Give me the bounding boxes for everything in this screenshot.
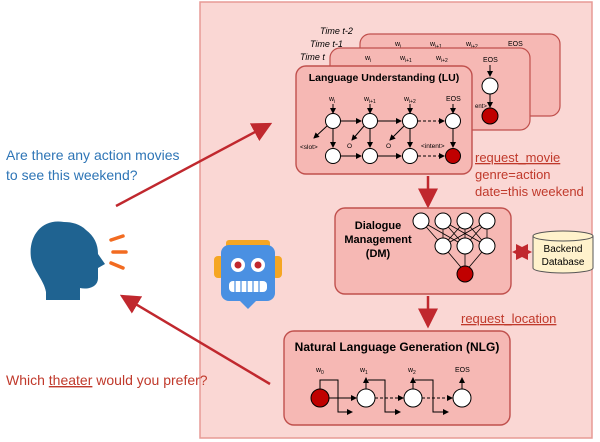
- nlg-start-node: [310, 388, 330, 408]
- svg-text:w: w: [359, 367, 366, 374]
- svg-text:ent>: ent>: [475, 104, 487, 110]
- svg-text:i: i: [334, 99, 335, 105]
- svg-text:EOS: EOS: [446, 96, 461, 103]
- svg-text:i: i: [400, 44, 401, 50]
- svg-text:i+2: i+2: [409, 99, 416, 105]
- robot-icon: [214, 240, 282, 309]
- svg-text:w: w: [465, 41, 472, 48]
- svg-text:w: w: [399, 55, 406, 62]
- system-action: request_location: [461, 311, 556, 326]
- svg-text:EOS: EOS: [483, 57, 498, 64]
- user-utterance: Are there any action movies to see this …: [6, 147, 180, 183]
- dm-network-nodes: [412, 212, 496, 255]
- lu-intent-node: [445, 148, 461, 164]
- dm-output-node: [456, 265, 474, 283]
- svg-text:w: w: [435, 55, 442, 62]
- lu-node: [362, 113, 378, 129]
- dm-module: Dialogue Management (DM): [334, 207, 512, 295]
- svg-text:w: w: [394, 41, 401, 48]
- lu-slot-labels: <slot> O O <intent>: [300, 143, 445, 151]
- slot-genre: genre=action: [475, 167, 551, 182]
- svg-text:w: w: [315, 367, 322, 374]
- svg-text:i+2: i+2: [441, 58, 448, 64]
- lu-node: [325, 148, 341, 164]
- svg-text:w: w: [407, 367, 414, 374]
- time-labels: Time t-2 Time t-1 Time t: [300, 26, 353, 62]
- svg-text:Are there any action movies: Are there any action movies: [6, 147, 180, 163]
- db-label-2: Database: [542, 257, 585, 268]
- time-label-t-1: Time t-1: [310, 39, 343, 49]
- lu-node: [445, 113, 461, 129]
- svg-text:2: 2: [413, 370, 416, 376]
- svg-text:i: i: [370, 58, 371, 64]
- lu-node: [402, 148, 418, 164]
- semantic-frame: request_movie genre=action date=this wee…: [475, 150, 584, 199]
- svg-text:i+1: i+1: [405, 58, 412, 64]
- svg-text:w: w: [363, 96, 370, 103]
- lu-node: [362, 148, 378, 164]
- nlg-node: [356, 388, 376, 408]
- nlg-node: [452, 388, 472, 408]
- svg-text:EOS: EOS: [455, 367, 470, 374]
- svg-text:Dialogue: Dialogue: [355, 220, 401, 232]
- svg-text:w: w: [429, 41, 436, 48]
- svg-text:0: 0: [321, 370, 324, 376]
- system-response: Which theater would you prefer?: [6, 372, 208, 388]
- lu-node: [402, 113, 418, 129]
- slot-date: date=this weekend: [475, 184, 584, 199]
- database-icon: Backend Database: [532, 230, 594, 274]
- svg-text:Management: Management: [344, 234, 412, 246]
- svg-text:w: w: [403, 96, 410, 103]
- db-label-1: Backend: [544, 244, 583, 255]
- svg-text:i+2: i+2: [471, 44, 478, 50]
- svg-text:(DM): (DM): [366, 248, 391, 260]
- svg-text:O: O: [347, 143, 352, 150]
- user-to-lu-arrow: [115, 122, 273, 208]
- svg-text:i+1: i+1: [435, 44, 442, 50]
- svg-text:i+1: i+1: [369, 99, 376, 105]
- nlg-to-user-arrow: [119, 294, 271, 386]
- lu-title: Language Understanding (LU): [309, 72, 460, 84]
- time-label-t: Time t: [300, 52, 325, 62]
- svg-text:<slot>: <slot>: [300, 144, 318, 151]
- intent-label: request_movie: [475, 150, 560, 165]
- time-label-t-2: Time t-2: [320, 26, 353, 36]
- svg-text:w: w: [328, 96, 335, 103]
- svg-text:1: 1: [365, 370, 368, 376]
- nlg-node: [403, 388, 423, 408]
- nlg-title: Natural Language Generation (NLG): [295, 340, 500, 354]
- svg-text:to see this weekend?: to see this weekend?: [6, 167, 138, 183]
- dm-title: Dialogue Management (DM): [344, 220, 412, 260]
- svg-text:w: w: [364, 55, 371, 62]
- lu-node: [325, 113, 341, 129]
- person-speaking-icon: [30, 221, 128, 300]
- svg-text:<intent>: <intent>: [421, 143, 445, 150]
- svg-text:EOS: EOS: [508, 41, 523, 48]
- svg-text:O: O: [386, 143, 391, 150]
